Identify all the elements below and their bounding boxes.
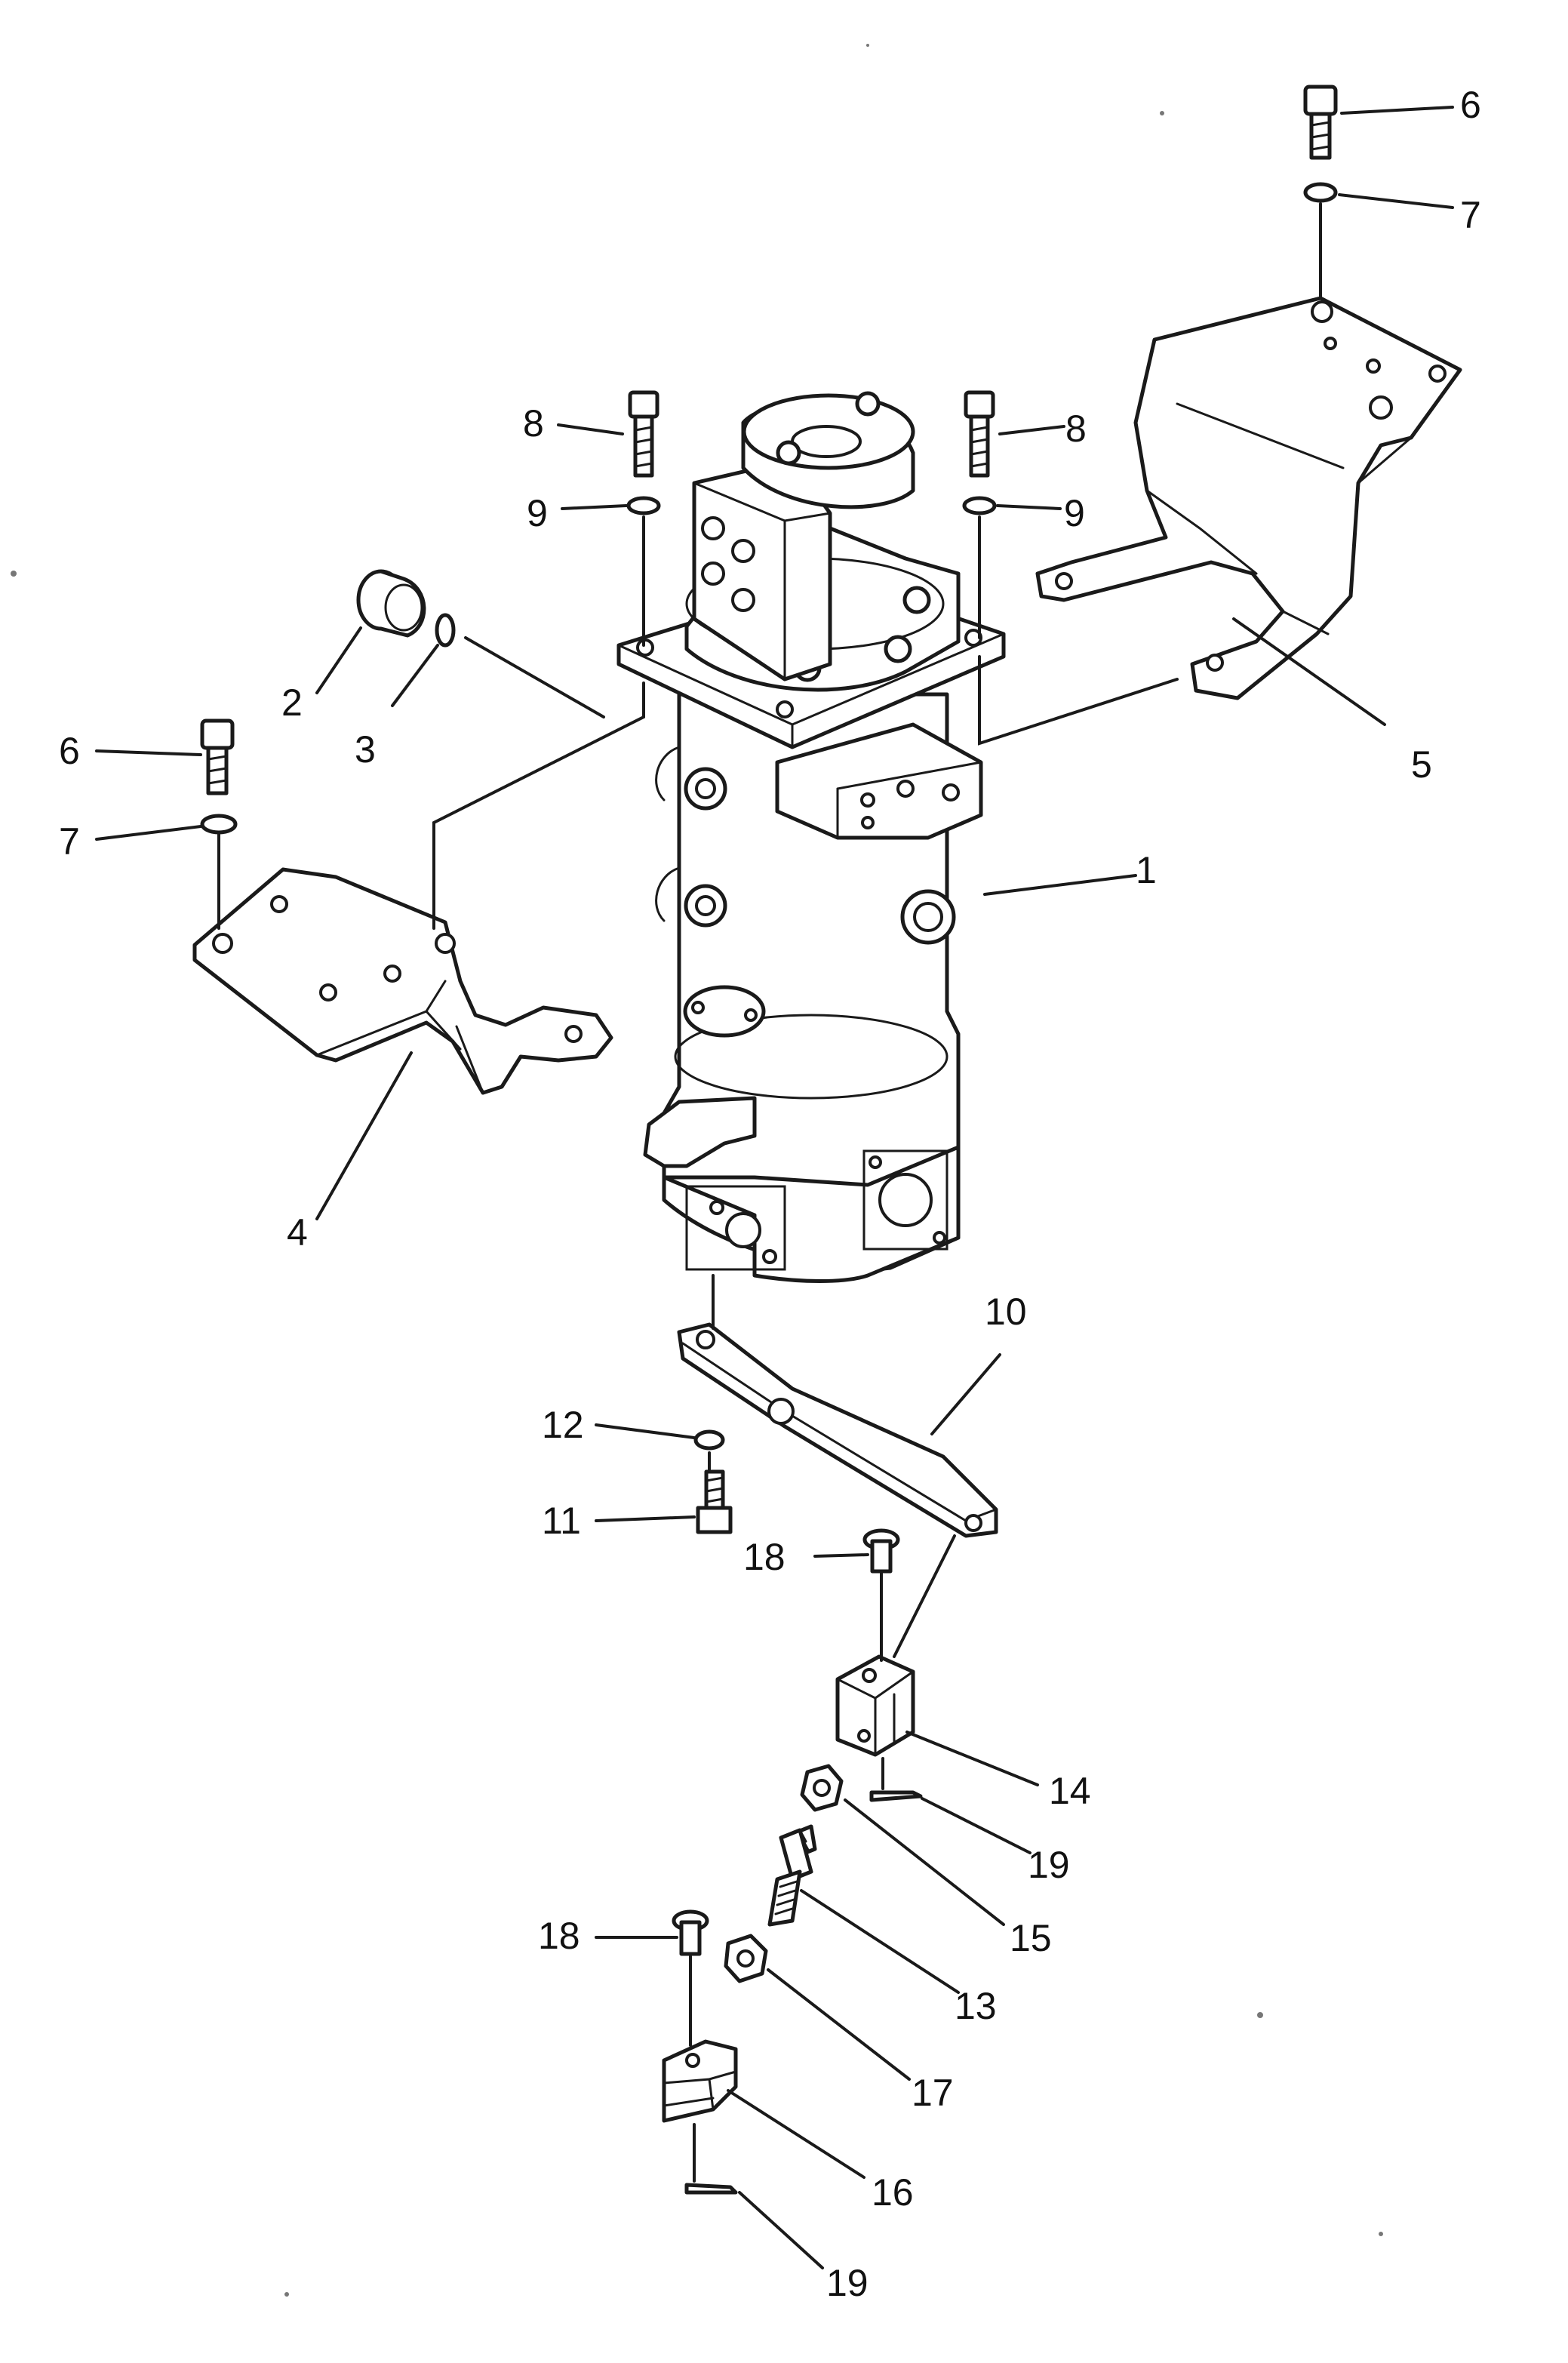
part-18-pin-lower [672,1909,709,1956]
part-17-nut [724,1934,768,1983]
part-4-left-bracket [192,867,613,1095]
part-6-bolt-left [200,718,235,795]
callout-19-lower: 19 [826,2262,869,2304]
callout-8-left: 8 [523,402,544,445]
callout-8-right: 8 [1065,408,1087,450]
assembly-guide-lines [217,202,1322,2183]
part-14-clevis [835,1654,915,1757]
part-13-adjust-rod [767,1824,817,1927]
callout-18-lower: 18 [538,1915,580,1957]
scan-specks [11,44,1383,2297]
callout-11: 11 [542,1500,581,1542]
part-9-washer-left [626,496,661,515]
callout-17: 17 [912,2072,954,2114]
callout-13: 13 [955,1985,997,2027]
part-15-nut [800,1764,844,1812]
part-16-clevis [662,2039,738,2123]
part-19-cotter-pin-lower [684,2183,738,2195]
callout-14: 14 [1049,1770,1091,1812]
part-8-bolt-left [628,390,659,478]
part-8-bolt-right [964,390,995,478]
callout-2: 2 [281,682,303,724]
callout-6-left: 6 [59,730,80,772]
part-1-swivel-joint [616,391,1006,1283]
part-11-bolt [696,1469,733,1534]
callout-10: 10 [985,1291,1027,1333]
callout-12: 12 [542,1404,584,1446]
callout-18-upper: 18 [743,1536,786,1578]
part-6-bolt-upper-right [1303,85,1338,160]
part-9-washer-right [962,496,997,515]
callout-9-left: 9 [527,492,548,534]
callout-1: 1 [1136,849,1157,891]
callout-labels: 6 7 5 1 8 8 9 9 2 3 6 7 4 10 12 11 18 14… [59,84,1481,2304]
part-5-right-bracket [1035,296,1462,700]
callout-7-upper: 7 [1460,194,1481,236]
callout-7-left: 7 [59,820,80,863]
callout-3: 3 [355,728,376,771]
callout-16: 16 [872,2171,914,2214]
part-18-pin-upper [862,1528,900,1574]
part-19-cotter-pin-upper [869,1790,923,1802]
callout-9-right: 9 [1064,492,1085,534]
callout-leaders [95,106,1454,2269]
callout-5: 5 [1411,743,1432,786]
callout-4: 4 [287,1211,308,1254]
part-7-washer-left [200,814,238,835]
part-3-o-ring [435,613,456,648]
callout-15: 15 [1010,1917,1052,1959]
callout-19-upper: 19 [1028,1844,1070,1886]
part-12-washer [693,1429,725,1451]
part-10-link-plate [677,1322,998,1538]
part-7-washer-upper-right [1303,182,1338,203]
part-2-plug [356,569,426,638]
callout-6-upper: 6 [1460,84,1481,126]
